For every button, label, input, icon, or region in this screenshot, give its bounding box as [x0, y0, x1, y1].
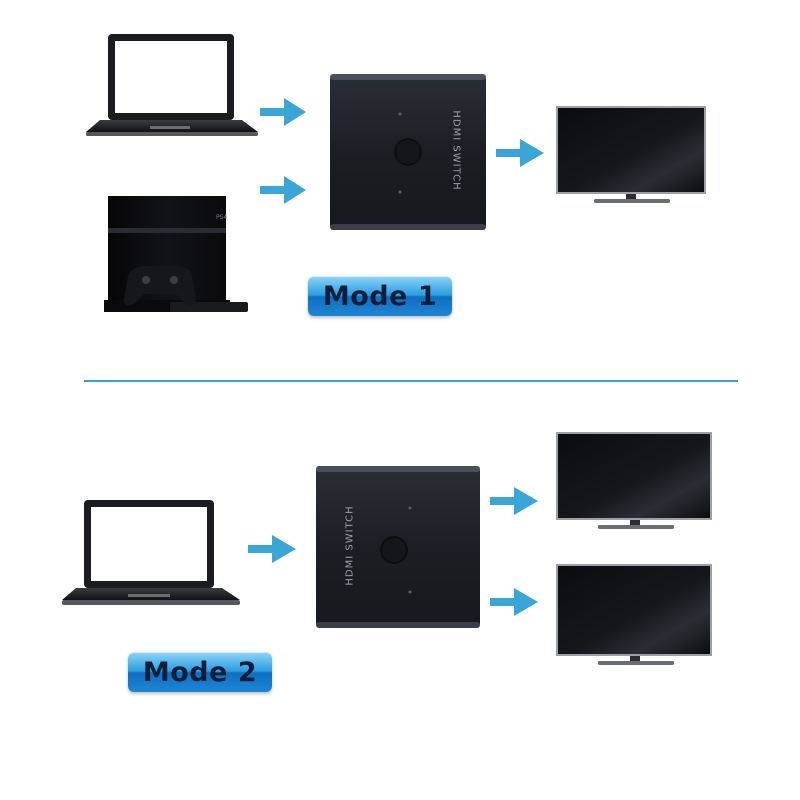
tv-icon — [556, 564, 712, 665]
svg-text:PS4: PS4 — [216, 214, 227, 221]
hdmi-switch-box — [330, 74, 486, 230]
arrow-icon — [260, 98, 306, 126]
controller-icon — [124, 266, 196, 306]
arrow-icon — [490, 487, 538, 515]
laptop-icon — [62, 500, 240, 605]
mode-1-badge: Mode 1 — [308, 276, 452, 316]
arrow-icon — [496, 139, 544, 167]
arrow-icon — [260, 176, 306, 204]
tv-icon — [556, 106, 706, 203]
switch-label-mode2: HDMI SWITCH — [344, 505, 356, 586]
laptop-icon — [86, 34, 258, 136]
arrow-icon — [248, 535, 296, 563]
mode-2-badge: Mode 2 — [128, 652, 272, 692]
tv-icon — [556, 432, 712, 529]
divider-line — [84, 380, 738, 382]
switch-label-mode1: HDMI SWITCH — [450, 110, 462, 191]
arrow-icon — [490, 588, 538, 616]
hdmi-switch-box — [316, 466, 480, 628]
